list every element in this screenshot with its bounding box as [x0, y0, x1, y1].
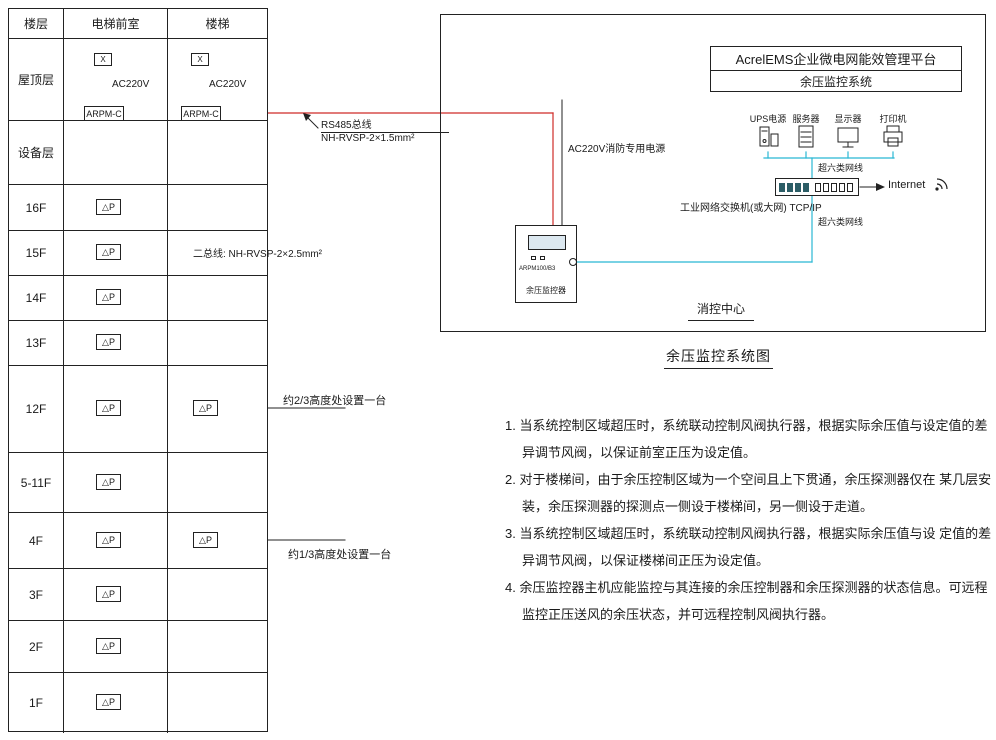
floor-label: 1F	[9, 673, 64, 733]
floor-row: 15F	[9, 231, 267, 276]
switch-port	[831, 182, 837, 192]
floor-label: 2F	[9, 621, 64, 672]
floor-row: 16F	[9, 185, 267, 231]
floor-row: 1F	[9, 673, 267, 733]
floor-label: 5-11F	[9, 453, 64, 512]
switch-port	[803, 182, 809, 192]
server-icon	[793, 124, 819, 152]
pressure-sensor: △P	[96, 400, 121, 416]
floor-row: 设备层	[9, 121, 267, 185]
controller-box: ARPM-C	[84, 106, 124, 121]
col-header-floor: 楼层	[9, 9, 64, 38]
floor-label: 16F	[9, 185, 64, 230]
note-item: 1. 当系统控制区域超压时，系统联动控制风阀执行器，根据实际余压值与设定值的差异…	[505, 418, 988, 460]
floor-row: 屋顶层	[9, 39, 267, 121]
floor-label: 3F	[9, 569, 64, 620]
ups-icon	[755, 124, 781, 152]
switch-port	[787, 182, 793, 192]
wifi-icon	[932, 172, 954, 194]
ups-label: UPS电源	[749, 114, 787, 124]
platform-subtitle: 余压监控系统	[799, 74, 872, 89]
switch-port	[779, 182, 785, 192]
table-header-row: 楼层 电梯前室 楼梯	[9, 9, 267, 39]
height-13-annotation: 约1/3高度处设置一台	[288, 549, 392, 561]
floor-label: 设备层	[9, 121, 64, 184]
floor-label: 13F	[9, 321, 64, 365]
pressure-sensor: △P	[96, 586, 121, 602]
floor-row: 13F	[9, 321, 267, 366]
device-port-dot	[569, 258, 577, 266]
height-23-annotation: 约2/3高度处设置一台	[283, 395, 387, 407]
monitor-icon	[835, 124, 861, 152]
floor-row: 5-11F	[9, 453, 267, 513]
fire-power-label: AC220V消防专用电源	[568, 144, 666, 155]
col-header-elevator-lobby: 电梯前室	[64, 9, 168, 38]
cat6-cable-label-top: 超六类网线	[818, 163, 864, 173]
monitor-label: 显示器	[834, 114, 862, 124]
internet-label: Internet	[888, 179, 926, 191]
device-screen	[528, 235, 566, 250]
floor-label: 12F	[9, 366, 64, 452]
pressure-sensor: △P	[96, 199, 121, 215]
internet-arrowhead	[876, 183, 885, 191]
note-item: 4. 余压监控器主机应能监控与其连接的余压控制器和余压探测器的状态信息。可远程监…	[505, 580, 988, 622]
pressure-sensor: △P	[96, 289, 121, 305]
device-name: 余压监控器	[526, 286, 566, 295]
cat6-cable-label-bottom: 超六类网线	[818, 217, 864, 227]
floor-row: 3F	[9, 569, 267, 621]
switch-port	[823, 182, 829, 192]
rs485-title: RS485总线	[321, 116, 449, 133]
system-diagram-frame	[440, 14, 986, 332]
device-key	[540, 256, 545, 260]
device-key	[531, 256, 536, 260]
switch-label: 工业网络交换机(或大网) TCP/IP	[680, 203, 822, 214]
pressure-sensor: △P	[96, 694, 121, 710]
pressure-sensor: △P	[96, 244, 121, 260]
floor-label: 15F	[9, 231, 64, 275]
server-label: 服务器	[792, 114, 820, 124]
device-model: ARPM100/B3	[519, 266, 556, 272]
switch-port	[815, 182, 821, 192]
col-header-stairs: 楼梯	[205, 17, 230, 31]
floor-label: 屋顶层	[9, 39, 64, 120]
floor-label: 14F	[9, 276, 64, 320]
controller-box: ARPM-C	[181, 106, 221, 121]
floor-row: 14F	[9, 276, 267, 321]
pressure-sensor: △P	[96, 532, 121, 548]
bus2-annotation: 二总线: NH-RVSP-2×2.5mm²	[193, 249, 323, 260]
pressure-sensor: △P	[96, 334, 121, 350]
pressure-sensor: △P	[193, 532, 218, 548]
switch-port	[795, 182, 801, 192]
network-switch	[775, 178, 859, 196]
note-item: 3. 当系统控制区域超压时，系统联动控制风阀执行器，根据实际余压值与设 定值的差…	[505, 526, 992, 568]
damper-symbol: X	[94, 53, 112, 66]
damper-symbol: X	[191, 53, 209, 66]
pressure-monitor-device: ARPM100/B3 余压监控器	[515, 225, 577, 303]
printer-icon	[880, 124, 906, 152]
switch-port	[847, 182, 853, 192]
floor-row: 2F	[9, 621, 267, 673]
platform-title-box: AcrelEMS企业微电网能效管理平台 余压监控系统	[710, 46, 962, 92]
floor-row: 4F	[9, 513, 267, 569]
note-item: 2. 对于楼梯间，由于余压控制区域为一个空间且上下贯通，余压探测器仅在 某几层安…	[505, 472, 992, 514]
floor-row: 12F	[9, 366, 267, 453]
leader-arrowhead	[303, 113, 311, 121]
floor-table: 楼层 电梯前室 楼梯 屋顶层 设备层 16F 15F 14F 13F 12F 5…	[8, 8, 268, 733]
notes-list: 1. 当系统控制区域超压时，系统联动控制风阀执行器，根据实际余压值与设定值的差异…	[505, 412, 993, 628]
pressure-sensor: △P	[96, 638, 121, 654]
rs485-spec: NH-RVSP-2×1.5mm²	[321, 133, 415, 144]
diagram-caption: 余压监控系统图	[664, 346, 773, 369]
power-label: AC220V	[209, 79, 247, 90]
switch-port	[839, 182, 845, 192]
floor-label: 4F	[9, 513, 64, 568]
rs485-annotation: RS485总线 NH-RVSP-2×1.5mm²	[321, 116, 449, 144]
pressure-sensor: △P	[96, 474, 121, 490]
printer-label: 打印机	[879, 114, 907, 124]
control-center-label: 消控中心	[688, 300, 754, 321]
network-lines	[576, 151, 895, 263]
pressure-sensor: △P	[193, 400, 218, 416]
power-label: AC220V	[112, 79, 150, 90]
platform-title: AcrelEMS企业微电网能效管理平台	[711, 47, 961, 71]
